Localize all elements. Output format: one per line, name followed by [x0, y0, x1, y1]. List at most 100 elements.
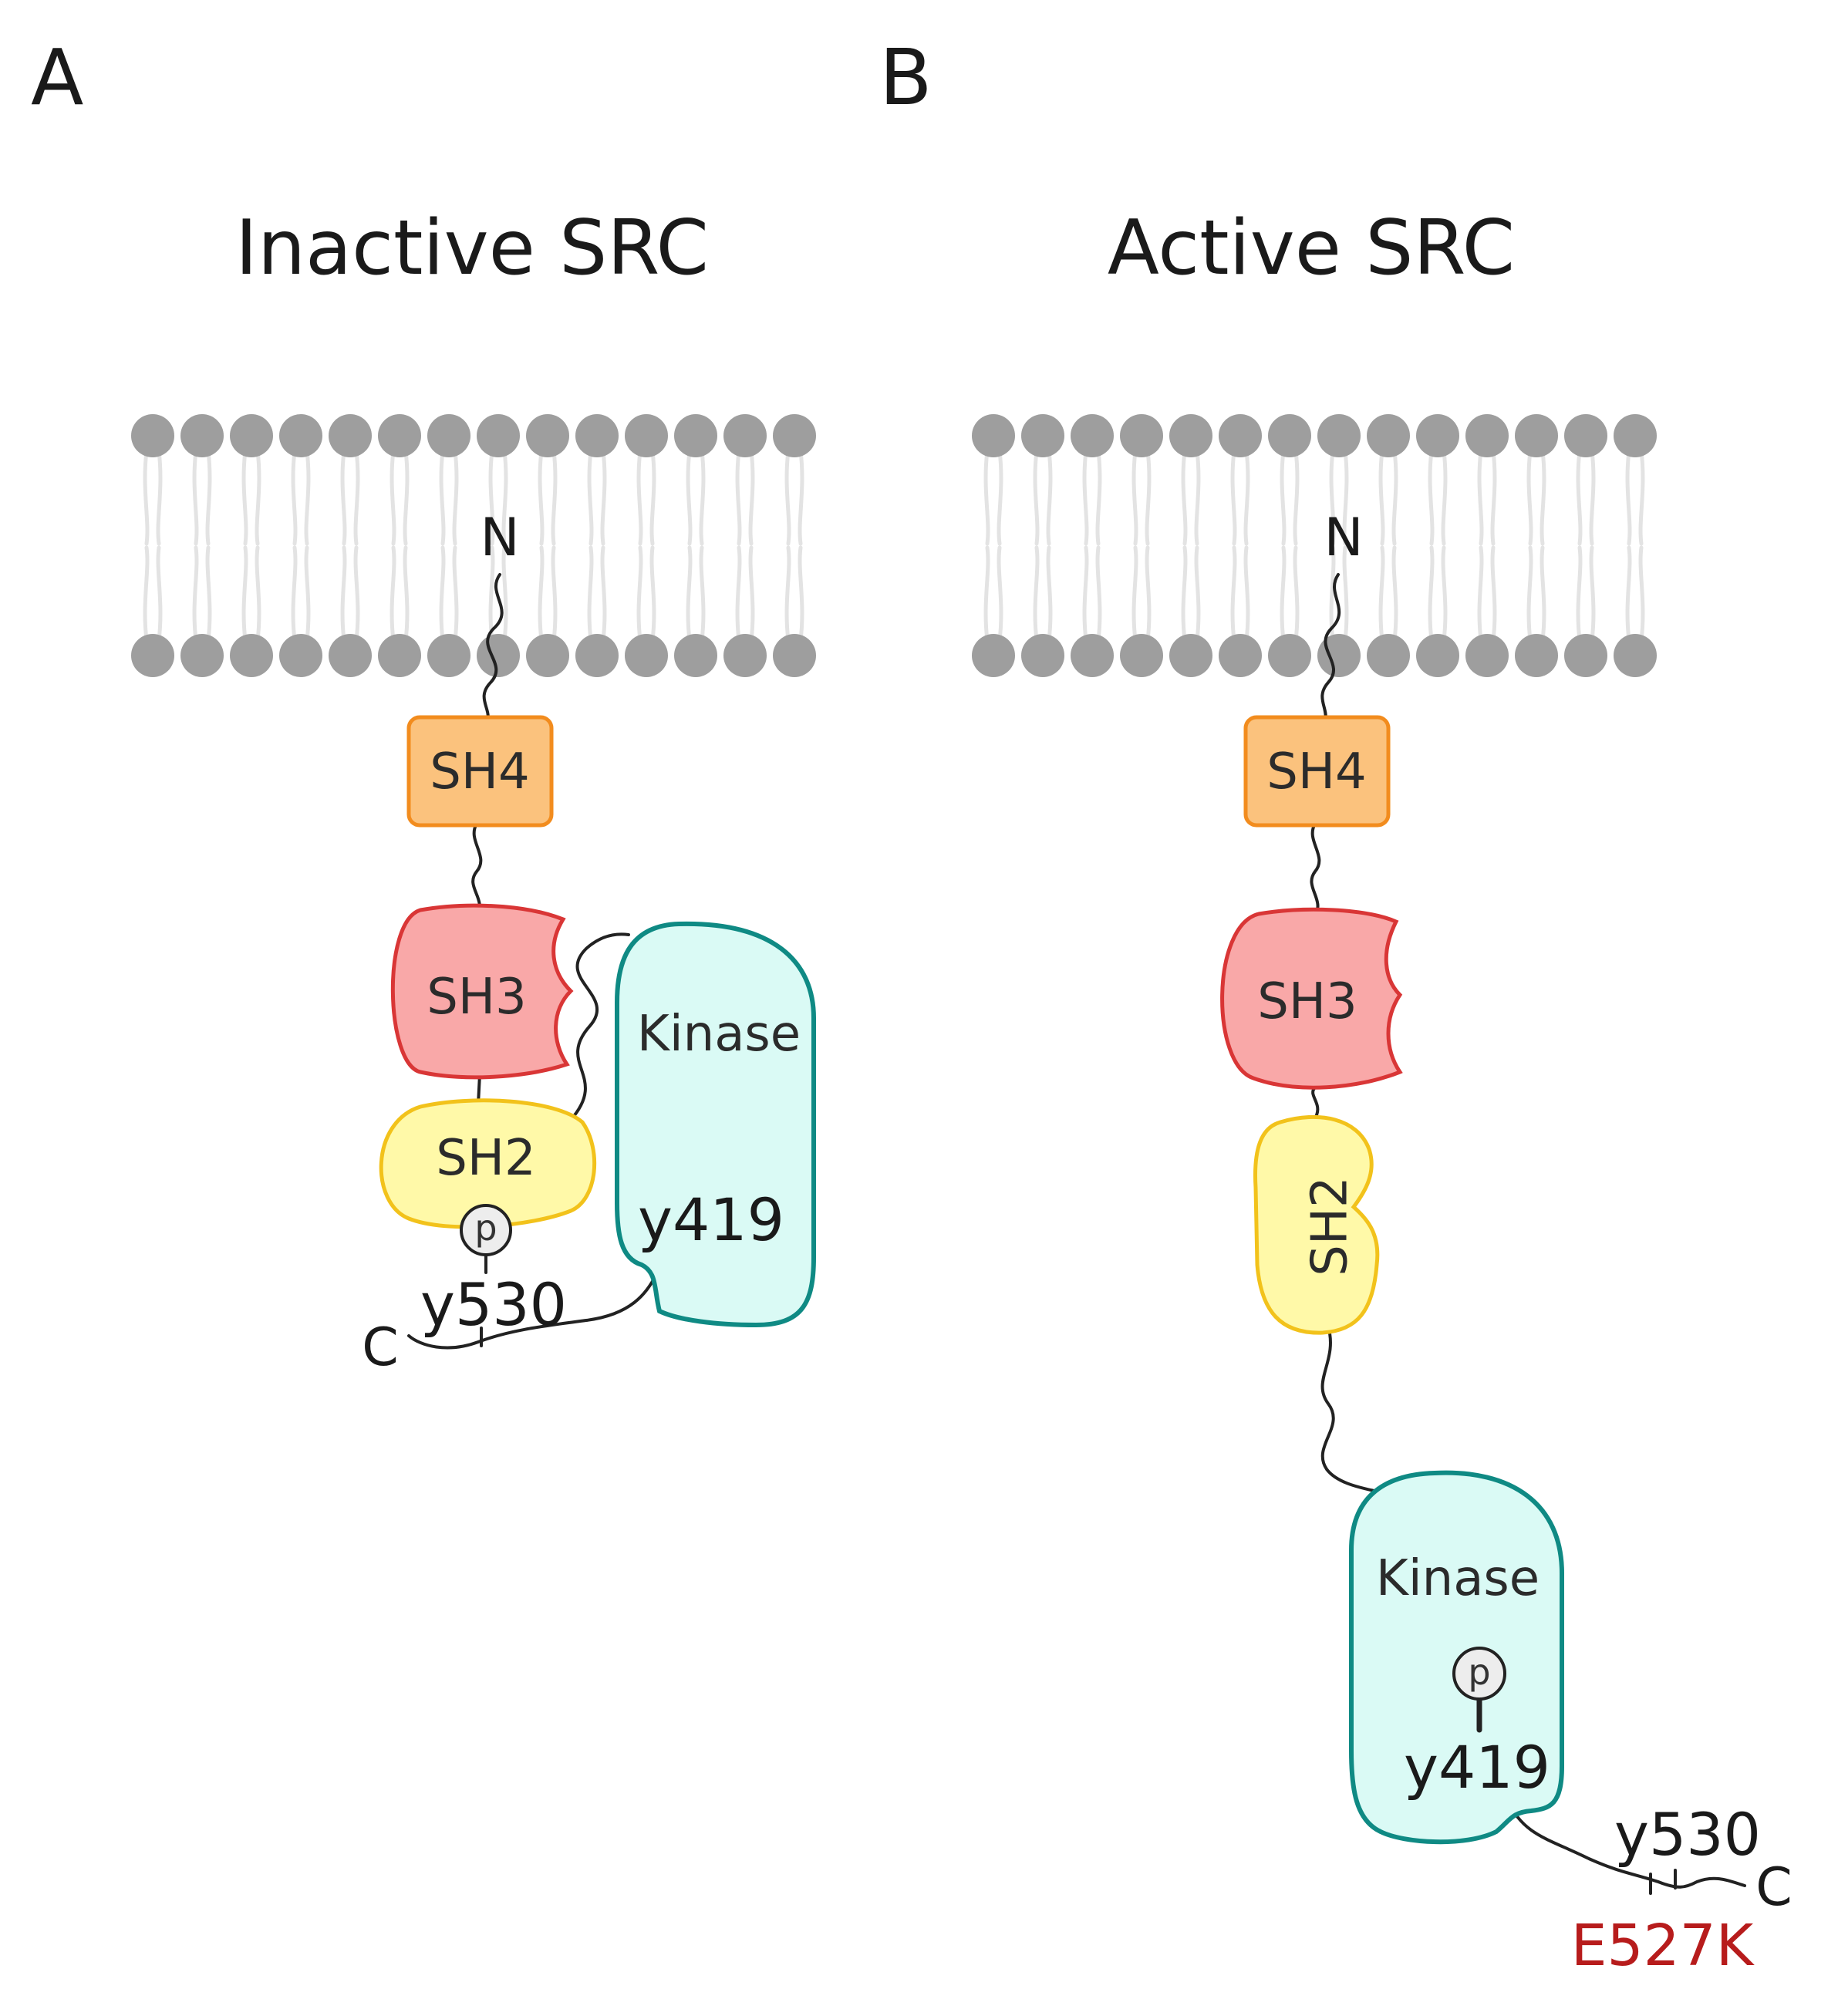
lipid-tail-b	[1046, 449, 1053, 546]
lipid-head-a	[427, 414, 470, 457]
lipid-tail-b	[1194, 449, 1201, 546]
lipid-tail-b	[1230, 545, 1237, 642]
lipid-tail-a	[587, 545, 594, 642]
lipid-head-b	[1021, 634, 1064, 677]
lipid-head-a	[575, 634, 619, 677]
lipid-head-a	[329, 634, 372, 677]
lipid-head-b	[1564, 414, 1607, 457]
lipid-tail-a	[156, 449, 163, 546]
lipid-tail-b	[1280, 449, 1287, 546]
c-terminal-tail-b	[1506, 1799, 1746, 1889]
lipid-tail-a	[304, 545, 311, 642]
phosphate-icon-b	[1452, 1647, 1506, 1701]
lipid-tail-b	[983, 449, 990, 546]
lipid-tail-a	[636, 545, 643, 642]
lipid-head-b	[1465, 634, 1509, 677]
lipid-head-b	[1268, 634, 1311, 677]
lipid-tail-a	[291, 545, 298, 642]
lipid-tail-b	[1046, 545, 1053, 642]
lipid-head-a	[674, 414, 717, 457]
y419-label-b: y419	[1404, 1733, 1550, 1802]
lipid-head-b	[1465, 414, 1509, 457]
lipid-head-b	[1120, 634, 1163, 677]
lipid-tail-b	[1490, 545, 1497, 642]
lipid-tail-b	[1378, 449, 1385, 546]
sh4-sh3-linker-a	[471, 822, 483, 918]
lipid-head-a	[230, 634, 273, 677]
lipid-tail-b	[1625, 449, 1632, 546]
lipid-tail-a	[403, 449, 410, 546]
lipid-head-b	[972, 634, 1015, 677]
lipid-tail-a	[538, 545, 545, 642]
c-terminal-tail-a	[407, 1266, 661, 1350]
sh3-domain-b	[1220, 907, 1403, 1090]
lipid-tail-b	[1428, 449, 1435, 546]
lipid-tail-a	[488, 545, 495, 642]
lipid-head-a	[526, 634, 569, 677]
lipid-tail-a	[255, 449, 261, 546]
lipid-tail-b	[1033, 545, 1040, 642]
lipid-tail-b	[997, 449, 1003, 546]
kinase-label-a: Kinase	[637, 1006, 801, 1063]
lipid-head-a	[575, 414, 619, 457]
membrane-bilayer-b	[972, 414, 1657, 677]
lipid-head-b	[1367, 414, 1410, 457]
lipid-head-b	[1219, 634, 1262, 677]
lipid-tail-a	[587, 449, 594, 546]
lipid-head-a	[773, 414, 816, 457]
lipid-tail-b	[1181, 545, 1188, 642]
sh4-label-a: SH4	[430, 743, 529, 801]
lipid-tail-a	[798, 449, 804, 546]
lipid-tail-a	[699, 545, 706, 642]
sh3-label-b: SH3	[1257, 973, 1357, 1030]
lipid-tail-a	[686, 545, 693, 642]
lipid-tail-a	[748, 449, 755, 546]
lipid-head-b	[1564, 634, 1607, 677]
lipid-tail-a	[143, 449, 150, 546]
lipid-head-b	[972, 414, 1015, 457]
lipid-tail-b	[1145, 449, 1152, 546]
lipid-head-b	[1268, 414, 1311, 457]
lipid-tail-a	[649, 449, 656, 546]
n-terminal-linker-b	[1316, 573, 1341, 734]
sh4-domain-a	[406, 715, 554, 828]
lipid-tail-a	[636, 449, 643, 546]
lipid-head-b	[1219, 414, 1262, 457]
lipid-tail-b	[1391, 545, 1398, 642]
lipid-head-b	[1515, 634, 1558, 677]
lipid-tail-a	[501, 545, 508, 642]
lipid-tail-b	[1391, 449, 1398, 546]
lipid-tail-a	[205, 545, 212, 642]
sh2-label-a: SH2	[436, 1130, 535, 1187]
panel-b: B Active SRC SH4 SH3 SH2 Kinase p y419 y…	[879, 32, 1792, 1979]
phosphate-label-a: p	[474, 1207, 497, 1249]
lipid-head-a	[131, 634, 174, 677]
lipid-tail-a	[390, 449, 396, 546]
lipid-tail-b	[1243, 545, 1250, 642]
lipid-head-b	[1021, 414, 1064, 457]
lipid-tail-b	[1589, 545, 1596, 642]
lipid-tail-a	[192, 449, 199, 546]
phosphate-label-b: p	[1468, 1651, 1490, 1693]
lipid-tail-b	[1477, 545, 1484, 642]
lipid-head-a	[230, 414, 273, 457]
lipid-tail-b	[1490, 449, 1497, 546]
lipid-tail-b	[1293, 545, 1300, 642]
lipid-tail-a	[501, 449, 508, 546]
lipid-tail-a	[735, 449, 742, 546]
lipid-tail-a	[784, 449, 791, 546]
lipid-tail-b	[1293, 449, 1300, 546]
lipid-head-b	[1317, 634, 1361, 677]
lipid-head-b	[1120, 414, 1163, 457]
lipid-tail-a	[403, 545, 410, 642]
lipid-tail-b	[1540, 545, 1546, 642]
lipid-tail-a	[143, 545, 150, 642]
lipid-tail-b	[1441, 449, 1448, 546]
c-terminus-label-a: C	[362, 1317, 398, 1378]
lipid-tail-a	[699, 449, 706, 546]
lipid-tail-b	[1145, 545, 1152, 642]
lipid-tail-b	[1526, 545, 1533, 642]
lipid-tail-a	[748, 545, 755, 642]
lipid-tail-b	[997, 545, 1003, 642]
